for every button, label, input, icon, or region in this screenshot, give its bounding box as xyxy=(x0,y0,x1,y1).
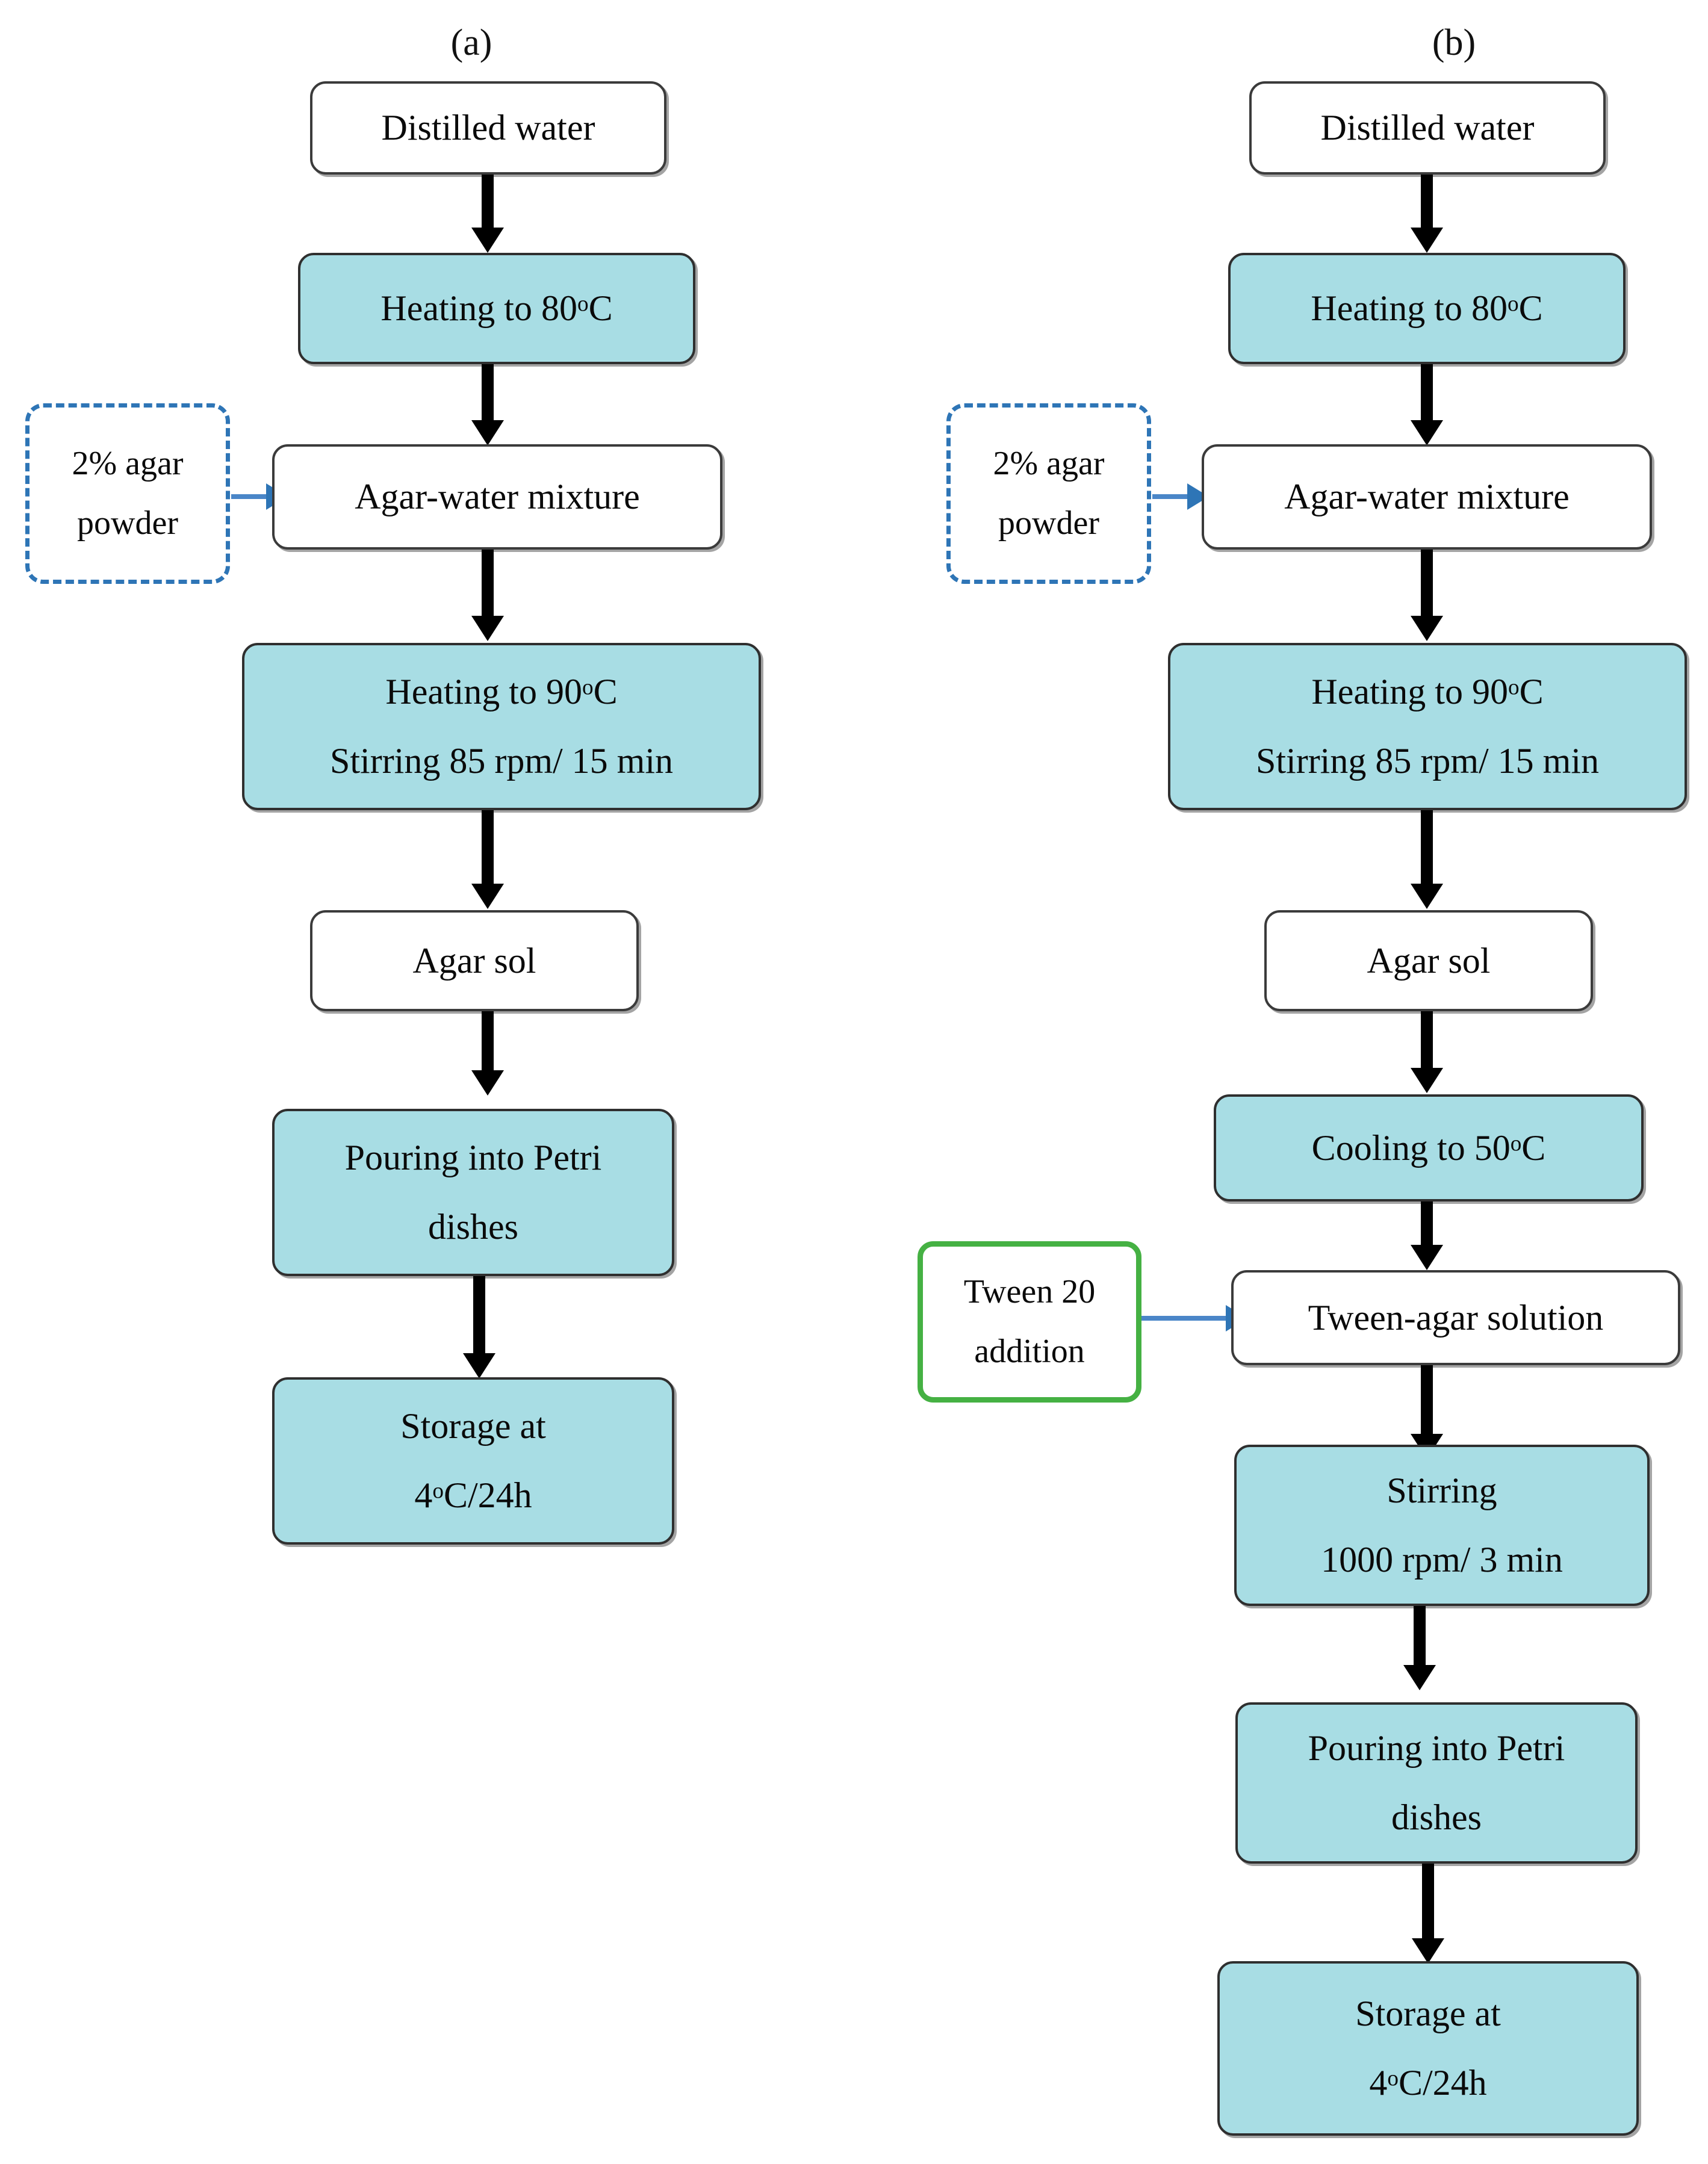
node-label: Heating to 80oC xyxy=(380,288,613,328)
node-a-agar-sol[interactable]: Agar sol xyxy=(310,910,639,1011)
node-label-line2: Stirring 85 rpm/ 15 min xyxy=(330,741,673,781)
node-b-heating-90-stirring[interactable]: Heating to 90oC Stirring 85 rpm/ 15 min xyxy=(1168,643,1687,810)
node-label-line1: Pouring into Petri xyxy=(1308,1728,1565,1768)
node-label: Cooling to 50oC xyxy=(1311,1127,1546,1168)
reagent-label-line1: Tween 20 xyxy=(963,1273,1096,1311)
node-a-heating-90-stirring[interactable]: Heating to 90oC Stirring 85 rpm/ 15 min xyxy=(242,643,761,810)
node-label: Agar-water mixture xyxy=(355,477,640,516)
node-a-pouring-petri-dishes[interactable]: Pouring into Petri dishes xyxy=(272,1109,674,1276)
node-b-distilled-water[interactable]: Distilled water xyxy=(1249,81,1606,175)
node-label-line1: Heating to 90oC xyxy=(1311,672,1544,712)
node-label-line2: dishes xyxy=(428,1207,518,1247)
node-label: Agar sol xyxy=(412,940,536,981)
node-label-line2: dishes xyxy=(1391,1797,1482,1837)
node-b-storage[interactable]: Storage at 4oC/24h xyxy=(1217,1961,1639,2136)
node-label: Tween-agar solution xyxy=(1308,1297,1604,1338)
node-b-stirring-1000rpm[interactable]: Stirring 1000 rpm/ 3 min xyxy=(1234,1445,1650,1606)
reagent-label-line1: 2% agar xyxy=(72,445,184,483)
panel-a-label: (a) xyxy=(450,22,492,63)
node-label-line1: Storage at xyxy=(400,1406,546,1446)
node-a-heating-80[interactable]: Heating to 80oC xyxy=(298,253,695,364)
node-a-storage[interactable]: Storage at 4oC/24h xyxy=(272,1377,674,1545)
node-b-cooling-50[interactable]: Cooling to 50oC xyxy=(1214,1094,1644,1201)
node-a-distilled-water[interactable]: Distilled water xyxy=(310,81,666,175)
node-a-agar-water-mixture[interactable]: Agar-water mixture xyxy=(272,444,722,550)
reagent-label-line1: 2% agar xyxy=(993,445,1105,483)
panel-b-label: (b) xyxy=(1432,22,1476,63)
node-label: Agar-water mixture xyxy=(1284,477,1570,516)
node-label-line1: Stirring xyxy=(1387,1471,1497,1510)
node-label: Agar sol xyxy=(1367,940,1491,981)
node-label-line1: Pouring into Petri xyxy=(344,1138,602,1177)
node-b-pouring-petri-dishes[interactable]: Pouring into Petri dishes xyxy=(1235,1702,1638,1864)
reagent-a-agar-powder[interactable]: 2% agar powder xyxy=(25,403,230,584)
node-label: Heating to 80oC xyxy=(1311,288,1543,328)
reagent-b-tween20-addition[interactable]: Tween 20 addition xyxy=(918,1241,1141,1403)
node-label-line2: 1000 rpm/ 3 min xyxy=(1321,1540,1563,1580)
reagent-label-line2: powder xyxy=(77,504,178,542)
node-label-line2: 4oC/24h xyxy=(414,1475,532,1515)
node-b-agar-sol[interactable]: Agar sol xyxy=(1264,910,1593,1011)
node-label-line1: Storage at xyxy=(1355,1994,1501,2033)
node-b-heating-80[interactable]: Heating to 80oC xyxy=(1228,253,1626,364)
node-b-agar-water-mixture[interactable]: Agar-water mixture xyxy=(1202,444,1652,550)
node-label: Distilled water xyxy=(1320,108,1535,147)
reagent-label-line2: addition xyxy=(974,1333,1085,1370)
node-label-line1: Heating to 90oC xyxy=(385,672,618,712)
reagent-label-line2: powder xyxy=(998,504,1099,542)
reagent-b-agar-powder[interactable]: 2% agar powder xyxy=(946,403,1151,584)
node-label-line2: 4oC/24h xyxy=(1369,2063,1487,2103)
node-label-line2: Stirring 85 rpm/ 15 min xyxy=(1256,741,1599,781)
node-label: Distilled water xyxy=(381,108,595,147)
node-b-tween-agar-solution[interactable]: Tween-agar solution xyxy=(1231,1270,1680,1365)
